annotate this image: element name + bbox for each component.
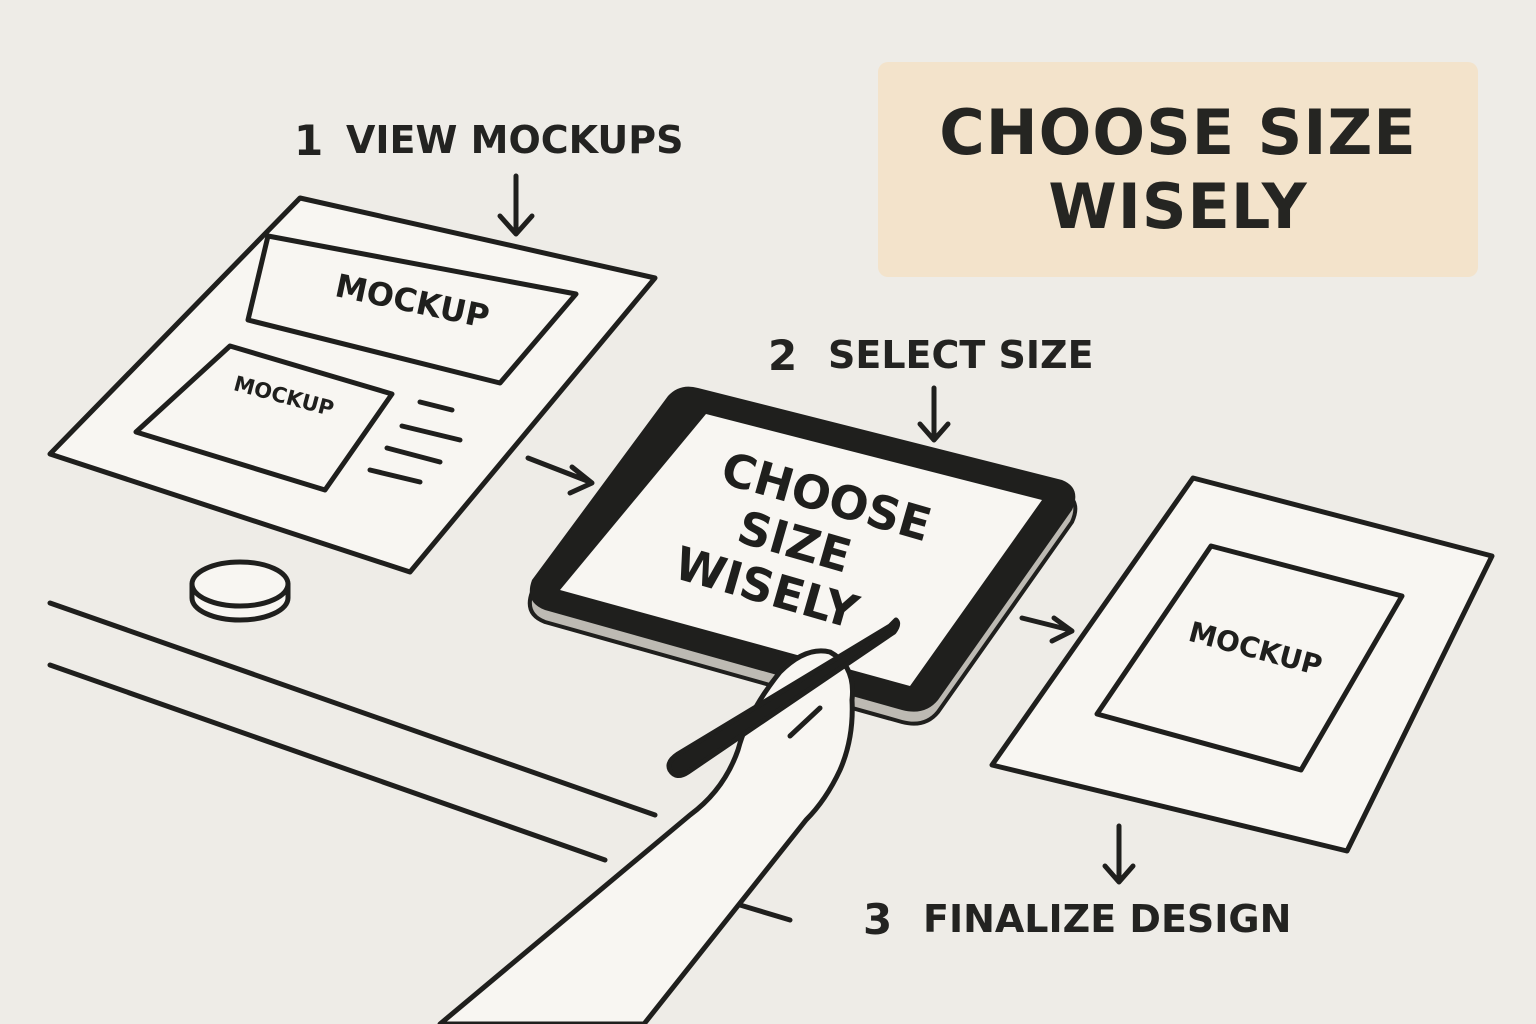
mockup-sheet-left: MOCKUP MOCKUP xyxy=(47,195,658,575)
step-1-label: 1 VIEW MOCKUPS xyxy=(294,116,684,165)
title-banner: CHOOSE SIZE WISELY xyxy=(878,62,1478,277)
step-3-text: FINALIZE DESIGN xyxy=(923,897,1291,941)
desk-lines xyxy=(47,600,793,923)
step-1-text: VIEW MOCKUPS xyxy=(346,118,684,162)
banner-line-2: WISELY xyxy=(1048,169,1308,243)
mockup-sheet-right: MOCKUP xyxy=(989,475,1495,854)
coaster xyxy=(189,559,291,623)
step-3-number: 3 xyxy=(863,895,892,944)
banner-line-1: CHOOSE SIZE xyxy=(939,95,1417,169)
arrow-down-2-icon xyxy=(917,385,951,443)
tablet: CHOOSE SIZE WISELY xyxy=(527,386,1078,726)
step-2-number: 2 xyxy=(768,331,797,380)
step-3-label: 3 FINALIZE DESIGN xyxy=(863,895,1291,944)
arrow-right-1-icon xyxy=(525,455,595,496)
step-1-number: 1 xyxy=(294,116,323,165)
arrow-down-3-icon xyxy=(1102,823,1136,885)
hand-with-stylus xyxy=(437,617,901,1024)
step-2-label: 2 SELECT SIZE xyxy=(768,331,1094,380)
arrow-down-1-icon xyxy=(497,173,535,237)
step-2-text: SELECT SIZE xyxy=(828,333,1094,377)
arrow-right-2-icon xyxy=(1019,615,1075,644)
